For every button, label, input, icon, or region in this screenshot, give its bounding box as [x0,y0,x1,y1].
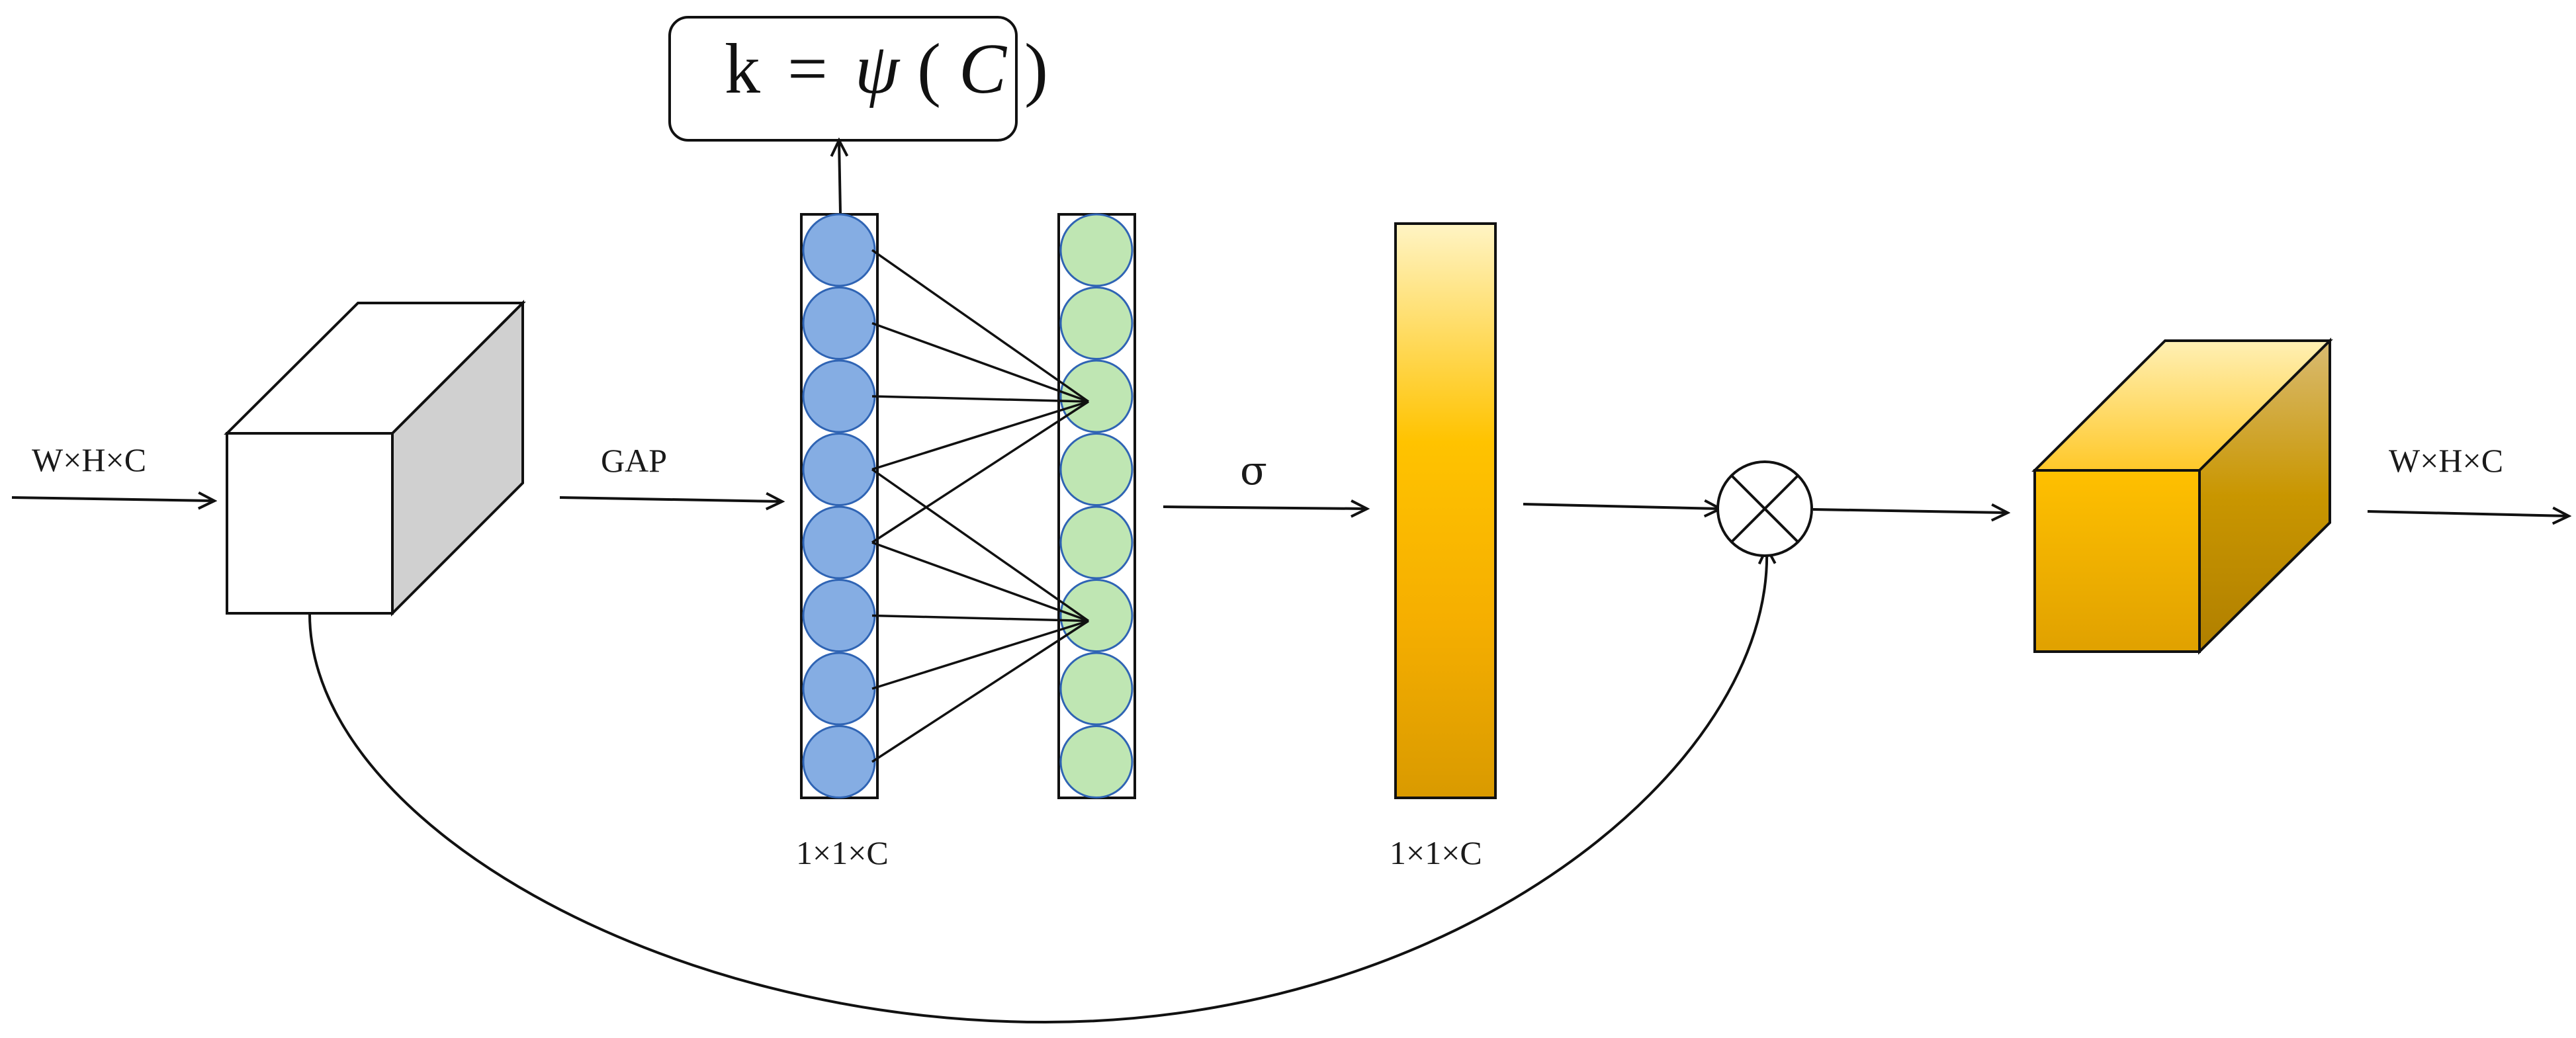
gap-label: GAP [601,442,667,479]
multiply-operator-icon [1716,460,1813,557]
node-connection [871,468,1090,622]
output-node [1059,433,1133,506]
node-connections-overlay [871,249,1090,763]
input-node [802,433,876,506]
output-node [1059,505,1133,580]
input-feature-cube [224,300,526,617]
output-node [1059,359,1133,433]
input-arrow [11,497,213,501]
node-connection [871,541,1089,623]
node-connection [871,400,1089,544]
gap-vector-label: 1×1×C [796,834,889,871]
sigma-vector-label: 1×1×C [1390,834,1482,871]
output-node [1059,579,1133,652]
input-node [802,359,876,433]
input-node [802,213,876,287]
node-connection [871,395,1089,403]
input-label: W×H×C [32,441,146,478]
formula-arrow [839,142,840,214]
input-node [802,652,876,726]
input-cube-front [226,432,394,615]
input-layer-nodes [802,213,876,799]
output-node [1059,213,1133,287]
bar-to-multiply-arrow [1523,504,1719,509]
formula-text: k = ψ ( C ) [725,30,1048,108]
input-node [802,725,876,799]
input-node [802,505,876,580]
output-arrow [2367,511,2567,516]
output-node [1059,286,1133,360]
output-node [1059,725,1133,799]
input-node [802,579,876,652]
node-connection [871,322,1089,403]
output-cube-front [2033,469,2201,653]
node-connection [871,620,1089,763]
output-label: W×H×C [2389,442,2503,479]
output-feature-cube [2031,337,2333,655]
gap-arrow [559,497,781,501]
kernel-size-formula: k = ψ ( C ) [668,16,1048,142]
input-node [802,286,876,360]
skip-connection [308,549,1767,1024]
output-node [1059,652,1133,726]
output-layer-nodes [1059,213,1133,799]
sigma-arrow [1163,507,1366,509]
node-connection [871,400,1089,471]
node-connection [871,619,1089,690]
attention-weight-bar [1394,222,1497,799]
node-connection [871,249,1090,403]
node-connection [871,614,1089,623]
sigma-label: σ [1240,448,1267,494]
multiply-to-output-arrow [1812,509,2006,513]
